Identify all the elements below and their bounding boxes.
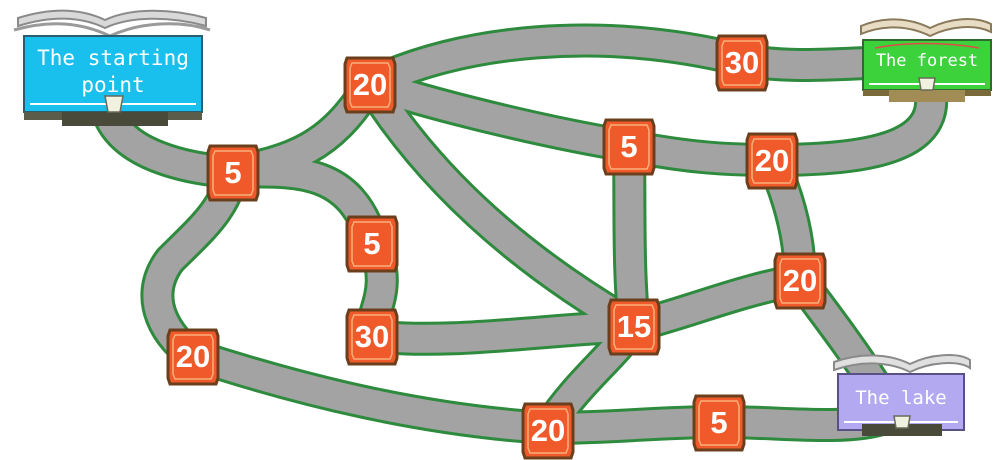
distance-value: 5 <box>363 226 380 261</box>
distance-badge: 20 <box>773 252 827 310</box>
start-label-line1: The starting <box>37 46 189 70</box>
distance-badge: 30 <box>715 34 769 92</box>
start-label-line2: point <box>81 73 144 97</box>
distance-badge: 5 <box>345 215 399 273</box>
distance-badge: 30 <box>345 308 399 366</box>
distance-value: 5 <box>224 155 241 190</box>
distance-badge: 5 <box>602 118 656 176</box>
distance-value: 20 <box>353 67 387 102</box>
distance-value: 20 <box>531 413 565 448</box>
road-network <box>93 23 949 445</box>
distance-badges: 20 30 5 5 20 5 30 <box>166 34 827 460</box>
start-location-sign: The starting point <box>13 9 211 126</box>
distance-value: 20 <box>755 143 789 178</box>
distance-badge: 20 <box>745 132 799 190</box>
distance-value: 15 <box>617 309 651 344</box>
distance-value: 20 <box>176 339 210 374</box>
distance-badge: 20 <box>166 328 220 386</box>
distance-value: 5 <box>620 129 637 164</box>
forest-location-sign: The forest <box>860 18 992 102</box>
forest-label: The forest <box>876 51 978 71</box>
distance-badge: 20 <box>343 56 397 114</box>
distance-value: 5 <box>710 405 727 440</box>
distance-value: 20 <box>783 263 817 298</box>
lake-label: The lake <box>855 387 947 409</box>
distance-badge: 5 <box>206 144 260 202</box>
distance-value: 30 <box>725 45 759 80</box>
distance-badge: 15 <box>607 298 661 356</box>
lake-location-sign: The lake <box>833 354 971 436</box>
distance-badge: 20 <box>521 402 575 460</box>
distance-badge: 5 <box>692 394 746 452</box>
distance-value: 30 <box>355 319 389 354</box>
